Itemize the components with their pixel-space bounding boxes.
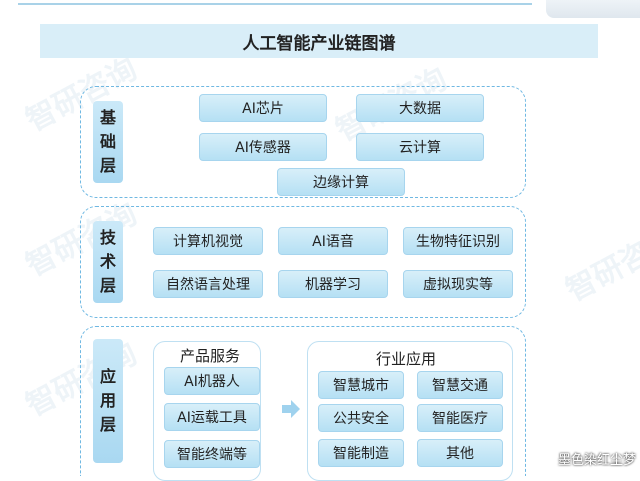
label-char: 用 bbox=[99, 391, 116, 410]
node-ai-sensor: AI传感器 bbox=[199, 133, 327, 161]
industry-application-title: 行业应用 bbox=[376, 350, 437, 368]
label-char: 基 bbox=[99, 108, 116, 127]
node-biometrics: 生物特征识别 bbox=[403, 227, 513, 255]
foundation-layer-label: 基 础 层 bbox=[93, 101, 123, 183]
page-title: 人工智能产业链图谱 bbox=[40, 24, 598, 58]
node-ai-vehicle: AI运载工具 bbox=[164, 403, 260, 431]
node-smart-healthcare: 智能医疗 bbox=[417, 404, 503, 432]
corner-watermark: 墨色染红尘梦 bbox=[557, 453, 636, 468]
products-services-title: 产品服务 bbox=[180, 347, 241, 365]
label-char: 础 bbox=[99, 132, 116, 151]
node-edge-computing: 边缘计算 bbox=[277, 168, 405, 196]
technology-layer: 技 术 层 计算机视觉 AI语音 生物特征识别 自然语言处理 机器学习 虚拟现实… bbox=[80, 206, 526, 318]
label-char: 层 bbox=[99, 415, 116, 434]
node-computer-vision: 计算机视觉 bbox=[153, 227, 263, 255]
label-char: 层 bbox=[99, 276, 116, 295]
node-smart-transport: 智慧交通 bbox=[417, 371, 503, 399]
node-machine-learning: 机器学习 bbox=[278, 270, 388, 298]
node-big-data: 大数据 bbox=[356, 94, 484, 122]
watermark: 智研咨询 bbox=[560, 221, 640, 309]
label-char: 应 bbox=[99, 367, 116, 386]
top-rule bbox=[18, 3, 532, 5]
node-cloud-computing: 云计算 bbox=[356, 133, 484, 161]
node-smart-city: 智慧城市 bbox=[318, 371, 404, 399]
arrow-right-icon bbox=[282, 400, 300, 418]
technology-layer-label: 技 术 层 bbox=[93, 221, 123, 303]
application-layer-label: 应 用 层 bbox=[93, 339, 123, 463]
label-char: 技 bbox=[99, 228, 116, 247]
node-ai-speech: AI语音 bbox=[278, 227, 388, 255]
node-public-safety: 公共安全 bbox=[318, 404, 404, 432]
node-smart-terminal: 智能终端等 bbox=[164, 440, 260, 468]
top-decoration bbox=[546, 0, 640, 18]
node-nlp: 自然语言处理 bbox=[153, 270, 263, 298]
node-ai-robot: AI机器人 bbox=[164, 367, 260, 395]
node-other: 其他 bbox=[417, 439, 503, 467]
application-layer: 应 用 层 产品服务 AI机器人 AI运载工具 智能终端等 行业应用 智慧城市 … bbox=[80, 326, 526, 481]
node-virtual-reality: 虚拟现实等 bbox=[403, 270, 513, 298]
node-smart-manufacturing: 智能制造 bbox=[318, 439, 404, 467]
label-char: 术 bbox=[99, 252, 116, 271]
node-ai-chip: AI芯片 bbox=[199, 94, 327, 122]
foundation-layer: 基 础 层 AI芯片 大数据 AI传感器 云计算 边缘计算 bbox=[80, 86, 526, 198]
label-char: 层 bbox=[99, 156, 116, 175]
